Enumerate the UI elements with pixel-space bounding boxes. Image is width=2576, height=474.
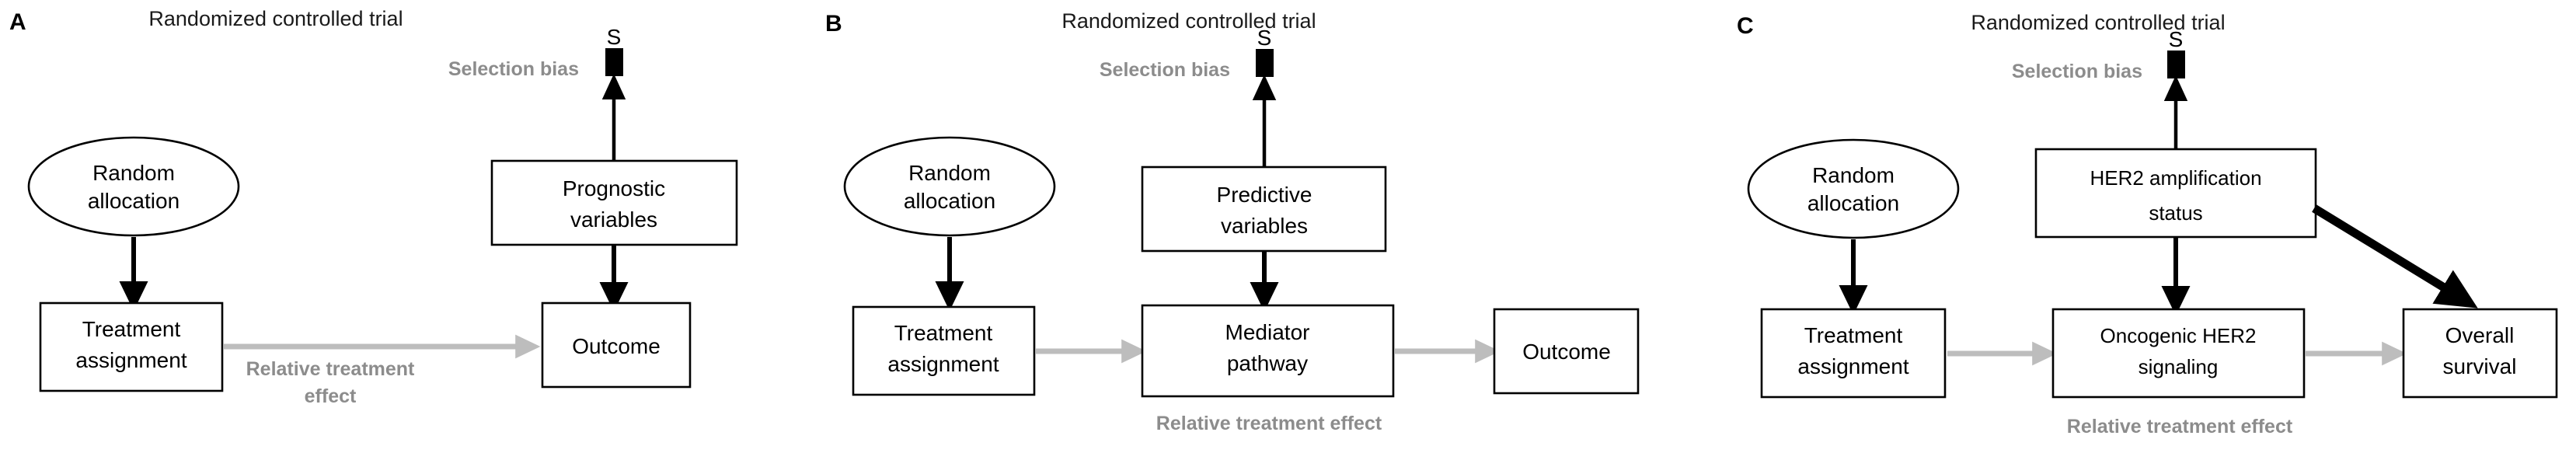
panel-a-treatment-assignment-node xyxy=(39,301,224,392)
panel-b-predictive-variables-line2: variables xyxy=(1221,214,1308,238)
panel-a-selection-square xyxy=(605,48,623,76)
panel-b-mediator-line2: pathway xyxy=(1227,351,1308,375)
panel-a-outcome-label: Outcome xyxy=(572,334,661,358)
panel-c-overall-survival-line2: survival xyxy=(2443,354,2517,378)
panel-a-random-allocation-line2: allocation xyxy=(88,189,180,213)
panel-b-treatment-assignment-line2: assignment xyxy=(887,352,999,376)
panel-a-relative-effect-line1: Relative treatment xyxy=(246,358,415,380)
panel-a-selection-bias-label: Selection bias xyxy=(448,58,579,80)
panel-b-treatment-assignment-line1: Treatment xyxy=(894,321,993,345)
panel-c-overall-survival-line1: Overall xyxy=(2445,323,2515,347)
panel-c-her2-status-line2: status xyxy=(2149,201,2202,225)
panel-b-random-allocation-node xyxy=(843,136,1056,237)
panel-a-prognostic-variables-node xyxy=(490,159,738,246)
panel-a-selection-label: S xyxy=(607,25,622,49)
panel-c-letter: C xyxy=(1737,13,1754,39)
panel-a-letter: A xyxy=(9,9,26,35)
panel-b-random-allocation-line1: Random xyxy=(908,161,991,185)
panel-b-predictive-variables-line1: Predictive xyxy=(1217,183,1312,207)
panel-c-signaling-line1: Oncogenic HER2 xyxy=(2100,324,2257,347)
panel-a-relative-effect-line2: effect xyxy=(305,385,357,407)
panel-c-selection-label: S xyxy=(2169,27,2184,51)
panel-c-relative-effect-label: Relative treatment effect xyxy=(2067,416,2293,437)
panel-c-random-allocation-line2: allocation xyxy=(1807,191,1899,215)
panel-a-random-allocation-node xyxy=(27,136,240,237)
panel-c-selection-bias-label: Selection bias xyxy=(2012,61,2142,82)
panel-c-status-to-survival-arrow xyxy=(2312,204,2478,308)
panel-c-selection-square xyxy=(2167,51,2185,78)
panel-c-title: Randomized controlled trial xyxy=(1971,11,2225,34)
panel-b-letter: B xyxy=(825,11,842,37)
panel-a-treatment-assignment-line1: Treatment xyxy=(82,317,181,341)
panel-a-prognostic-variables-line1: Prognostic xyxy=(563,176,665,200)
panel-c-signaling-line2: signaling xyxy=(2139,355,2219,378)
panel-c-random-allocation-node xyxy=(1747,138,1960,239)
panel-b-outcome-node xyxy=(1493,308,1640,395)
panel-c-random-allocation-line1: Random xyxy=(1812,163,1895,187)
panel-b-title: Randomized controlled trial xyxy=(1061,9,1316,33)
panel-a-random-allocation-line1: Random xyxy=(92,161,175,185)
panel-c-oncogenic-signaling-node xyxy=(2051,308,2306,399)
panel-c-treatment-assignment-node xyxy=(1760,308,1947,399)
panel-b-random-allocation-line2: allocation xyxy=(904,189,995,213)
panel-c: C Randomized controlled trial S Selectio… xyxy=(1737,11,2558,437)
panel-a-title: Randomized controlled trial xyxy=(148,7,403,30)
panel-c-her2-status-line1: HER2 amplification xyxy=(2090,166,2261,190)
panel-b-selection-square xyxy=(1256,49,1274,77)
panel-c-treatment-assignment-line2: assignment xyxy=(1797,354,1908,378)
panel-b-selection-bias-label: Selection bias xyxy=(1100,59,1230,81)
panel-b-relative-effect-label: Relative treatment effect xyxy=(1156,413,1382,434)
panel-b-mediator-pathway-node xyxy=(1141,304,1395,398)
panel-b-selection-label: S xyxy=(1257,26,1272,50)
panel-c-treatment-assignment-line1: Treatment xyxy=(1804,323,1903,347)
panel-b-outcome-label: Outcome xyxy=(1522,340,1611,364)
panel-c-overall-survival-node xyxy=(2402,308,2558,399)
panel-a: A Randomized controlled trial S Selectio… xyxy=(9,7,738,407)
panel-b-mediator-line1: Mediator xyxy=(1225,320,1310,344)
panel-b: B Randomized controlled trial S Selectio… xyxy=(825,9,1640,434)
panel-b-treatment-assignment-node xyxy=(852,305,1036,396)
panel-c-her2-status-node xyxy=(2034,148,2317,239)
panel-b-predictive-variables-node xyxy=(1141,166,1387,253)
panel-a-treatment-assignment-line2: assignment xyxy=(75,348,186,372)
panel-a-outcome-node xyxy=(541,301,692,389)
panel-a-prognostic-variables-line2: variables xyxy=(570,207,657,232)
